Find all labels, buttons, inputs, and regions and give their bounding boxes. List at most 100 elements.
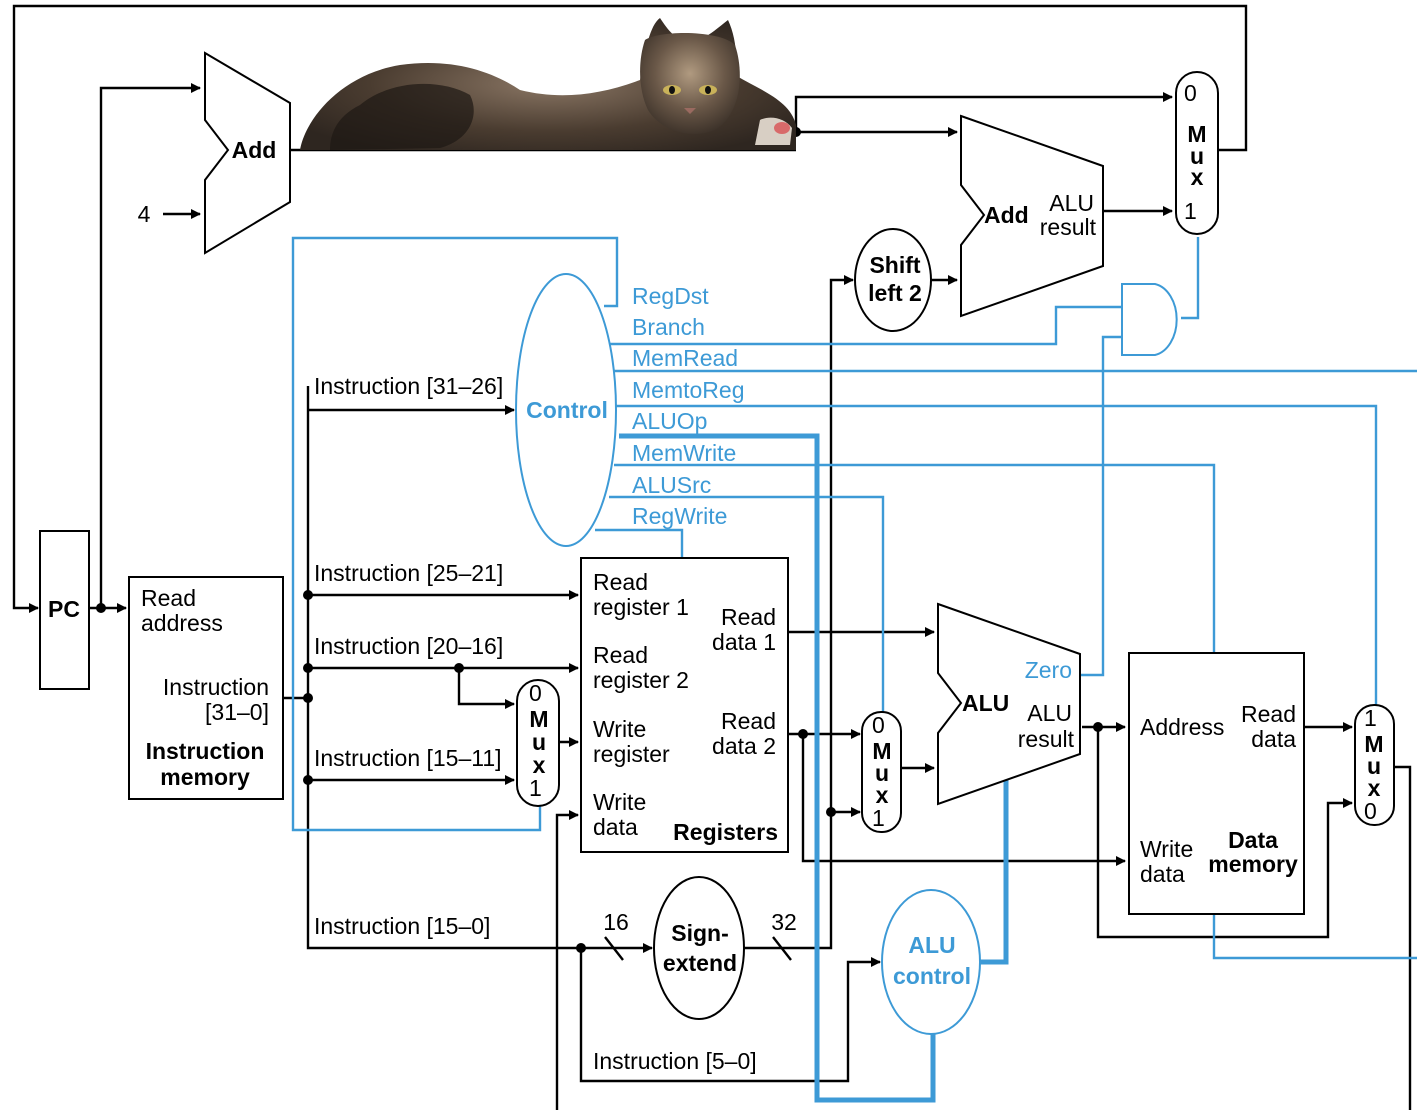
branch-adder-alu: ALU — [1049, 190, 1094, 216]
reg-write-reg-b: register — [593, 741, 670, 767]
program-counter: PC — [39, 530, 90, 690]
instruction-field-labels: Instruction [31–26] Instruction [25–21] … — [314, 373, 757, 1074]
dmem-write-a: Write — [1140, 836, 1193, 862]
alusrc-mux-m: M — [872, 738, 891, 764]
imem-title-1: Instruction — [146, 738, 265, 764]
sign-extend-in-width: 16 — [603, 909, 629, 935]
reg-write-data-a: Write — [593, 789, 646, 815]
branch-adder-result: result — [1040, 214, 1097, 240]
memtoreg-mux: 1 M u x 0 — [1354, 704, 1395, 826]
pcsrc-mux: 0 M u x 1 — [1175, 71, 1219, 235]
reg-read-reg2-a: Read — [593, 642, 648, 668]
alu: ALU Zero ALU result — [937, 602, 1081, 806]
pc-adder: Add — [204, 51, 291, 255]
alu-control-line1: ALU — [908, 932, 955, 958]
reg-write-data-b: data — [593, 814, 638, 840]
sign-extend-line1: Sign- — [671, 920, 729, 946]
imem-read-address-1: Read — [141, 585, 196, 611]
branch-adder-label: Add — [984, 202, 1029, 228]
regdst-mux: 0 M u x 1 — [516, 679, 560, 807]
reg-read-reg1-b: register 1 — [593, 594, 689, 620]
shift-left-2: Shift left 2 — [854, 228, 932, 332]
pcsrc-mux-u: u — [1190, 143, 1204, 169]
memtoreg-mux-one: 1 — [1364, 705, 1377, 731]
pc-label: PC — [48, 596, 80, 622]
signal-branch: Branch — [632, 314, 705, 340]
cat-image — [300, 18, 796, 150]
pcsrc-mux-x: x — [1191, 164, 1204, 190]
imem-read-address-2: address — [141, 610, 223, 636]
reg-read-data1-b: data 1 — [712, 629, 776, 655]
field-20-16: Instruction [20–16] — [314, 633, 503, 659]
field-5-0: Instruction [5–0] — [593, 1048, 757, 1074]
registers-title: Registers — [673, 819, 778, 845]
imem-title-2: memory — [160, 764, 250, 790]
reg-read-reg1-a: Read — [593, 569, 648, 595]
dmem-title-1: Data — [1228, 827, 1278, 853]
regdst-mux-one: 1 — [529, 775, 542, 801]
dmem-title-2: memory — [1208, 851, 1298, 877]
alu-control: ALU control — [881, 889, 981, 1035]
sign-extend: Sign- extend 16 32 — [603, 876, 797, 1020]
control-signal-labels: RegDst Branch MemRead MemtoReg ALUOp Mem… — [632, 283, 744, 529]
field-15-0: Instruction [15–0] — [314, 913, 490, 939]
control-unit: Control — [515, 273, 617, 547]
sign-extend-out-width: 32 — [771, 909, 797, 935]
regdst-mux-u: u — [532, 729, 546, 755]
signal-regdst: RegDst — [632, 283, 709, 309]
signal-alusrc: ALUSrc — [632, 472, 711, 498]
regdst-mux-m: M — [529, 706, 548, 732]
memtoreg-mux-zero: 0 — [1364, 798, 1377, 824]
signal-memwrite: MemWrite — [632, 440, 736, 466]
alu-label: ALU — [962, 690, 1009, 716]
control-wires — [291, 236, 1417, 1103]
imem-instruction-2: [31–0] — [205, 699, 269, 725]
regdst-mux-x: x — [533, 752, 546, 778]
constant-four: 4 — [138, 201, 151, 227]
alusrc-mux-x: x — [876, 782, 889, 808]
pcsrc-mux-m: M — [1187, 121, 1206, 147]
signal-regwrite: RegWrite — [632, 503, 727, 529]
signal-memtoreg: MemtoReg — [632, 377, 744, 403]
reg-read-data2-b: data 2 — [712, 733, 776, 759]
reg-read-data2-a: Read — [721, 708, 776, 734]
dmem-read-b: data — [1251, 726, 1296, 752]
field-15-11: Instruction [15–11] — [314, 745, 502, 771]
alusrc-mux-zero: 0 — [872, 712, 885, 738]
signal-aluop: ALUOp — [632, 408, 707, 434]
memtoreg-mux-u: u — [1367, 753, 1381, 779]
alusrc-mux-u: u — [875, 760, 889, 786]
alu-zero: Zero — [1025, 657, 1072, 683]
signal-memread: MemRead — [632, 345, 738, 371]
dmem-read-a: Read — [1241, 701, 1296, 727]
dmem-write-b: data — [1140, 861, 1185, 887]
register-file: Read register 1 Read register 2 Write re… — [580, 557, 789, 853]
regdst-mux-zero: 0 — [529, 680, 542, 706]
data-memory: Address Read data Write data Data memory — [1128, 652, 1305, 915]
memtoreg-mux-m: M — [1364, 731, 1383, 757]
alu-control-line2: control — [893, 963, 971, 989]
junction-dots — [96, 127, 1103, 953]
alusrc-mux-one: 1 — [872, 805, 885, 831]
datapath-wires — [12, 4, 1412, 1110]
branch-and-gate — [1121, 283, 1178, 356]
alu-result-a: ALU — [1027, 700, 1072, 726]
branch-adder: Add ALU result — [960, 114, 1104, 318]
shift-left-line2: left 2 — [868, 280, 922, 306]
field-31-26: Instruction [31–26] — [314, 373, 503, 399]
instruction-memory: Read address Instruction [31–0] Instruct… — [128, 576, 284, 800]
pc-adder-label: Add — [232, 137, 277, 163]
memtoreg-mux-x: x — [1368, 775, 1381, 801]
pcsrc-mux-zero: 0 — [1184, 80, 1197, 106]
sign-extend-line2: extend — [663, 950, 737, 976]
alu-result-b: result — [1018, 726, 1075, 752]
shift-left-line1: Shift — [869, 252, 920, 278]
dmem-address: Address — [1140, 714, 1224, 740]
control-label: Control — [526, 397, 608, 423]
field-25-21: Instruction [25–21] — [314, 560, 503, 586]
alusrc-mux: 0 M u x 1 — [861, 711, 902, 833]
reg-read-reg2-b: register 2 — [593, 667, 689, 693]
reg-write-reg-a: Write — [593, 716, 646, 742]
pcsrc-mux-one: 1 — [1184, 198, 1197, 224]
